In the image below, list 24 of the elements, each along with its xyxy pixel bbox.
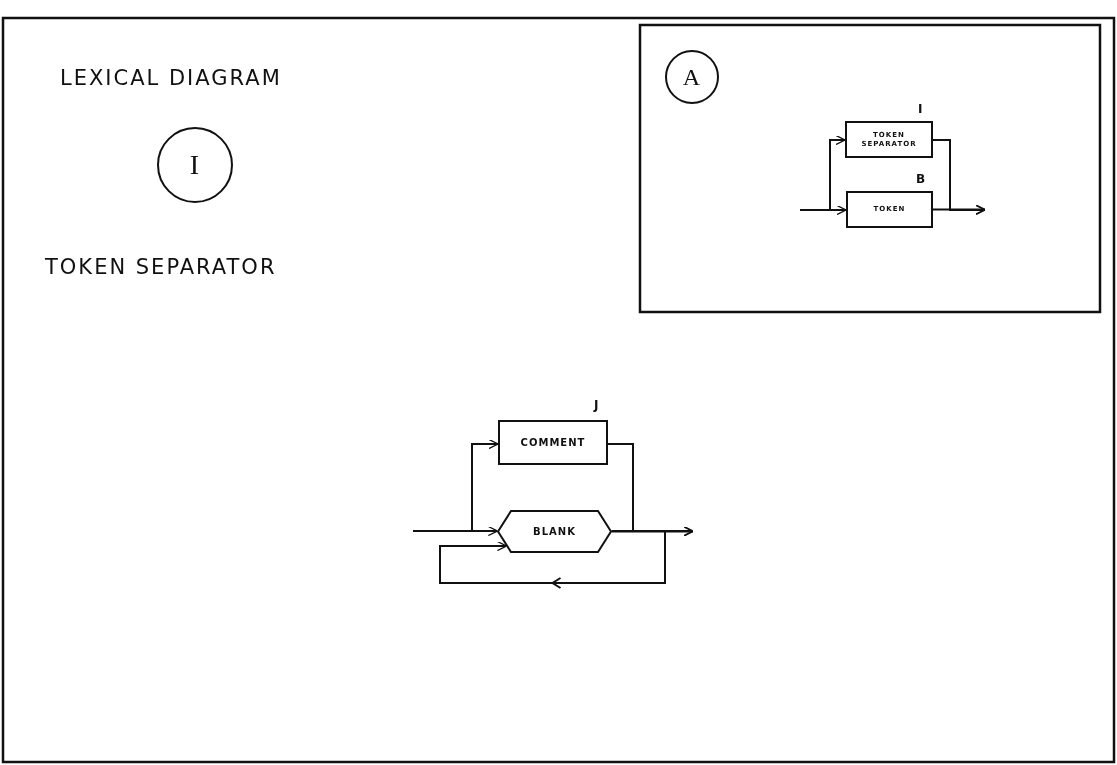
circle-marker — [665, 50, 719, 104]
arrow — [412, 525, 499, 537]
process-box — [845, 121, 933, 158]
node-label: A — [682, 62, 702, 92]
arrow — [932, 204, 986, 215]
process-box — [846, 191, 933, 228]
arrow — [439, 530, 666, 589]
arrow — [932, 139, 986, 216]
subheading: TOKEN SEPARATOR — [45, 255, 277, 279]
circle-marker — [157, 127, 233, 203]
process-box — [498, 420, 608, 465]
arrow — [471, 438, 499, 532]
callout-letter: I — [918, 102, 923, 116]
arrow — [799, 204, 847, 216]
arrow — [607, 443, 694, 537]
terminal-hexagon — [497, 510, 612, 553]
arrow — [611, 526, 694, 537]
arrow — [829, 134, 846, 211]
node-label: BLANK — [533, 525, 576, 538]
node-label: I — [189, 148, 201, 182]
callout-letter: B — [916, 172, 926, 186]
callout-letter: J — [594, 398, 599, 412]
diagram-title: LEXICAL DIAGRAM — [60, 66, 282, 90]
node-label: COMMENT — [520, 436, 586, 449]
